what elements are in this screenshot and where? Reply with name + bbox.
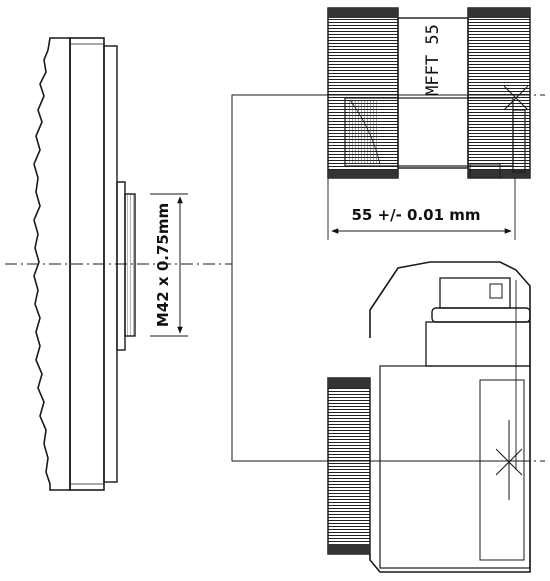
flange-dimension-label: 55 +/- 0.01 mm	[351, 206, 480, 224]
camera-body	[327, 261, 531, 573]
adapter-assembly: MFFT 55	[327, 7, 531, 179]
adapter-marking: MFFT 55	[423, 24, 443, 96]
flange-dimension: 55 +/- 0.01 mm	[327, 178, 516, 240]
thread-dimension-label: M42 x 0.75mm	[154, 203, 172, 327]
thread-dimension: M42 x 0.75mm	[150, 193, 188, 337]
